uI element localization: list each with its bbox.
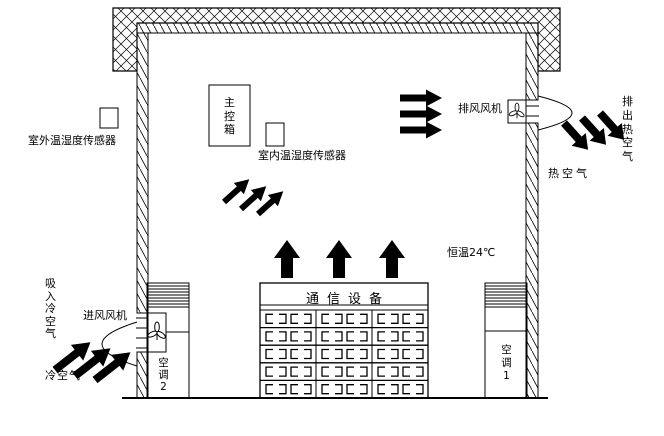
equipment-unit [290,366,298,377]
equipment-unit [321,348,329,360]
equipment-unit [279,366,287,377]
equipment-unit [402,348,410,360]
equipment-unit [377,384,385,395]
equipment-unit [346,384,354,395]
ac1-label: 空调1 [501,344,512,382]
left-wall-lower [136,351,149,399]
ac1-cabinet [484,282,528,399]
equipment-unit [402,384,410,395]
exhaust-fan-label: 排风风机 [458,102,502,115]
equipment-unit [360,331,368,342]
cold-air-label: 冷空气 [45,369,81,382]
ceiling-slab [112,7,561,72]
equipment-unit [290,384,298,395]
airflow-arrow-up [274,240,300,278]
equipment-unit [321,366,329,377]
airflow-arrow-right [400,121,442,139]
equipment-unit [279,384,287,395]
equipment-unit [265,366,273,377]
equipment-unit [402,331,410,342]
exhaust-airflow-arc [537,95,573,131]
equipment-unit [290,331,298,342]
ac2-label: 空调2 [158,357,169,393]
equipment-unit [279,348,287,360]
equipment-unit [416,366,424,377]
equipment-unit [335,348,343,360]
airflow-arrow-right [400,105,442,123]
equipment-unit [360,313,368,324]
equipment-unit [391,348,399,360]
equipment-unit [335,331,343,342]
equipment-unit [377,313,385,324]
main-control-box [208,84,251,147]
intake-duct-lines [136,317,148,349]
indoor-sensor-box [265,122,285,147]
equipment-unit [279,313,287,324]
equipment-unit [304,366,312,377]
equipment-unit [402,313,410,324]
equipment-unit [265,313,273,324]
equipment-unit [335,384,343,395]
equipment-unit [321,384,329,395]
equipment-unit [346,331,354,342]
comm-equipment-label: 通信设备 [305,292,390,307]
exhaust-duct-lines [526,105,539,117]
airflow-arrow-up [326,240,352,278]
equipment-unit [265,331,273,342]
equipment-unit [360,366,368,377]
equipment-unit [377,366,385,377]
equipment-unit [346,348,354,360]
equipment-unit [391,366,399,377]
equipment-unit [335,313,343,324]
equipment-unit [346,366,354,377]
equipment-unit [416,313,424,324]
equipment-unit [304,384,312,395]
room-top-wall [136,22,539,34]
intake-fan-label: 进风风机 [83,309,127,322]
equipment-unit [391,384,399,395]
equipment-unit [360,348,368,360]
equipment-unit [321,331,329,342]
equipment-unit [391,313,399,324]
right-wall-lower [525,122,539,399]
equipment-unit [265,348,273,360]
equipment-unit [416,384,424,395]
equipment-unit [279,331,287,342]
equipment-unit [377,331,385,342]
equipment-unit [377,348,385,360]
equipment-unit [321,313,329,324]
indoor-sensor-label: 室内温湿度传感器 [258,149,346,162]
right-wall-upper [525,32,539,101]
comm-cabinet-units [260,313,428,395]
equipment-unit [402,366,410,377]
ac2-cabinet [146,282,190,399]
equipment-unit [346,313,354,324]
equipment-unit [290,348,298,360]
equipment-unit [335,366,343,377]
ac1-grille [485,285,527,308]
comm-cabinet [259,282,429,399]
hot-air-label: 热空气 [548,167,590,180]
outdoor-sensor-label: 室外温湿度传感器 [28,134,116,147]
equipment-unit [304,331,312,342]
equipment-unit [265,384,273,395]
equipment-unit [391,331,399,342]
left-wall-upper [136,32,149,314]
equipment-unit [416,331,424,342]
equipment-unit [304,313,312,324]
airflow-arrow-right [400,89,442,107]
inhale-cold-air-label: 吸入冷空气 [45,277,56,340]
ac2-grille [147,285,189,308]
equipment-unit [304,348,312,360]
main-control-box-label: 主控箱 [224,96,235,136]
airflow-arrow-up [379,240,405,278]
constant-temperature-label: 恒温24℃ [447,246,496,259]
equipment-unit [416,348,424,360]
exhaust-hot-air-label: 排出热空气 [622,95,633,164]
equipment-unit [290,313,298,324]
outdoor-sensor-box [99,107,119,129]
airflow-arrows [48,89,632,388]
equipment-unit [360,384,368,395]
